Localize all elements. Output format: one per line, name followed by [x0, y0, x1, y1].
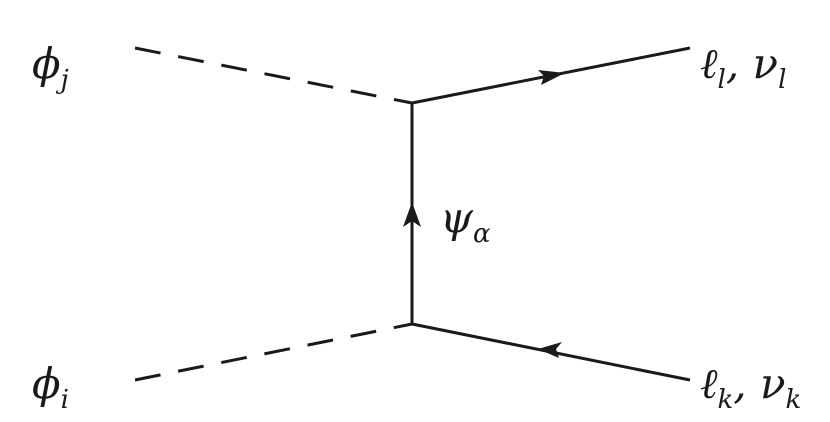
- label-lepton-top: ℓl, νl: [700, 39, 786, 95]
- lepton-bottom-arrow-icon: [538, 342, 562, 358]
- lepton-top-arrow-icon: [538, 70, 565, 85]
- propagator-arrow-icon: [403, 202, 421, 227]
- label-phi-j: ϕj: [32, 39, 69, 95]
- label-psi-alpha: ψα: [440, 193, 491, 249]
- label-lepton-bottom: ℓk, νk: [700, 359, 801, 415]
- label-phi-i: ϕi: [32, 359, 69, 415]
- scalar-line-phi-j: [134, 46, 413, 105]
- scalar-line-phi-i: [134, 322, 413, 382]
